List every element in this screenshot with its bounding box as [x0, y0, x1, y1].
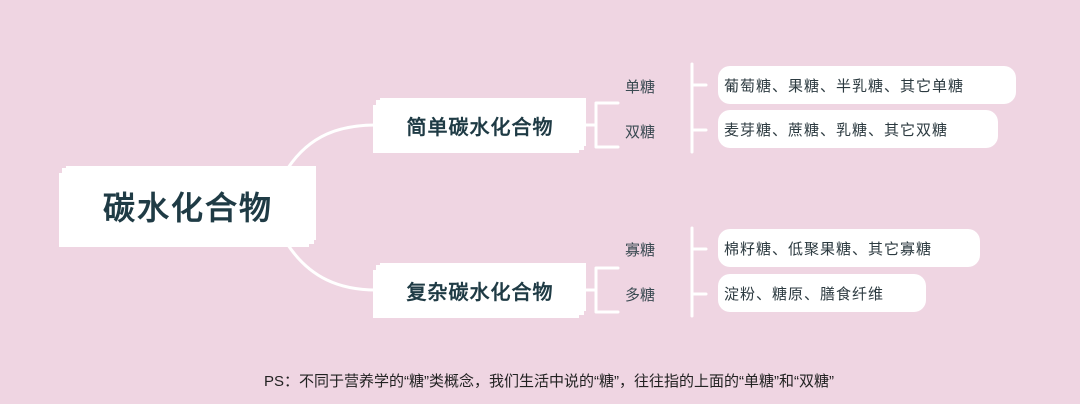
- examples-disaccharide[interactable]: 麦芽糖、蔗糖、乳糖、其它双糖: [718, 110, 998, 148]
- node-oligosaccharide[interactable]: 寡糖: [624, 241, 655, 259]
- branch-simple-carbs[interactable]: 简单碳水化合物: [376, 100, 584, 150]
- node-disaccharide[interactable]: 双糖: [624, 123, 655, 141]
- branch-complex-carbs[interactable]: 复杂碳水化合物: [376, 265, 584, 315]
- node-monosaccharide[interactable]: 单糖: [624, 78, 655, 96]
- footnote: PS：不同于营养学的“糖”类概念，我们生活中说的“糖”，往往指的上面的“单糖”和…: [264, 373, 834, 390]
- node-polysaccharide[interactable]: 多糖: [624, 286, 655, 304]
- examples-polysaccharide[interactable]: 淀粉、糖原、膳食纤维: [718, 274, 926, 312]
- root-node[interactable]: 碳水化合物: [62, 168, 314, 244]
- examples-oligosaccharide[interactable]: 棉籽糖、低聚果糖、其它寡糖: [718, 229, 980, 267]
- examples-monosaccharide[interactable]: 葡萄糖、果糖、半乳糖、其它单糖: [718, 66, 1016, 104]
